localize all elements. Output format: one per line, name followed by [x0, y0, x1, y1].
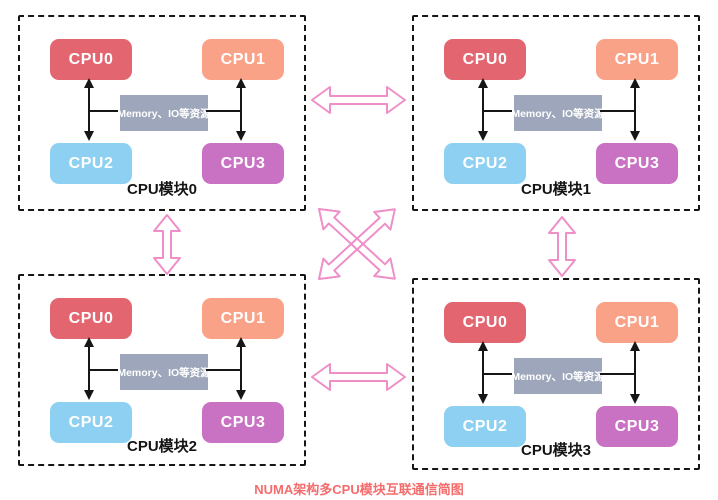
cpu3-box: CPU3: [202, 402, 284, 443]
cpu1-box: CPU1: [202, 298, 284, 339]
cpu-module-1: CPU0 CPU1 Memory、IO等资源 CPU2 CPU3 CPU模块1: [412, 15, 700, 211]
bidirectional-arrow-icon-diagonal-1: [318, 208, 396, 280]
cpu0-box: CPU0: [444, 302, 526, 343]
bidirectional-arrow-icon-bottom: [311, 363, 406, 391]
cpu3-box: CPU3: [596, 406, 678, 447]
cpu1-box: CPU1: [596, 302, 678, 343]
memory-io-box: Memory、IO等资源: [117, 95, 211, 131]
cpu2-box: CPU2: [50, 402, 132, 443]
bidirectional-arrow-icon-top: [311, 86, 406, 114]
cpu-module-0: CPU0 CPU1 Memory、IO等资源 CPU2 CPU3 CPU模块0: [18, 15, 306, 211]
cpu1-box: CPU1: [596, 39, 678, 80]
cpu2-box: CPU2: [444, 143, 526, 184]
cpu3-box: CPU3: [202, 143, 284, 184]
cpu1-box: CPU1: [202, 39, 284, 80]
memory-io-box: Memory、IO等资源: [511, 95, 605, 131]
cpu-module-1-label: CPU模块1: [520, 181, 591, 198]
cpu0-box: CPU0: [50, 298, 132, 339]
cpu3-box: CPU3: [596, 143, 678, 184]
cpu0-box: CPU0: [444, 39, 526, 80]
cpu-module-3: CPU0 CPU1 Memory、IO等资源 CPU2 CPU3 CPU模块3: [412, 278, 700, 470]
cpu-module-3-label: CPU模块3: [520, 442, 591, 459]
memory-io-box: Memory、IO等资源: [117, 354, 211, 390]
diagram-caption: NUMA架构多CPU模块互联通信简图: [254, 482, 464, 497]
cpu0-box: CPU0: [50, 39, 132, 80]
memory-io-box: Memory、IO等资源: [511, 358, 605, 394]
cpu2-box: CPU2: [50, 143, 132, 184]
cpu-module-0-label: CPU模块0: [126, 181, 197, 198]
bidirectional-arrow-icon-left: [153, 214, 181, 275]
cpu2-box: CPU2: [444, 406, 526, 447]
cpu-module-2: CPU0 CPU1 Memory、IO等资源 CPU2 CPU3 CPU模块2: [18, 274, 306, 466]
bidirectional-arrow-icon-diagonal-2: [318, 208, 396, 280]
bidirectional-arrow-icon-right: [548, 216, 576, 277]
cpu-module-2-label: CPU模块2: [126, 438, 197, 455]
